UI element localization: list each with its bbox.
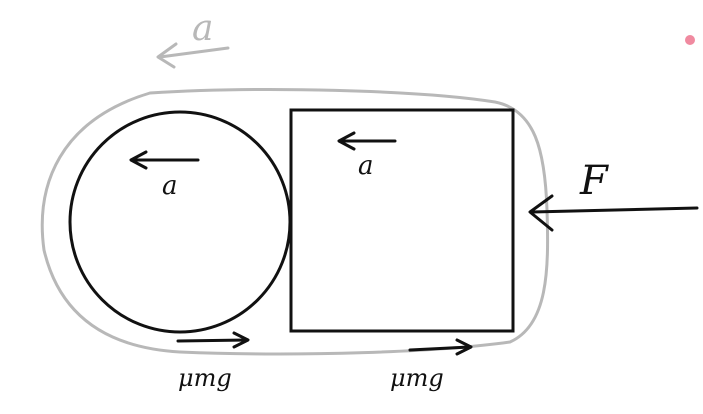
ball xyxy=(68,110,292,334)
applied-force-label: F xyxy=(579,158,609,204)
block-friction-arrow xyxy=(408,338,473,356)
system-acceleration-arrow xyxy=(156,42,230,69)
ball-acceleration-arrow xyxy=(129,150,200,170)
block-friction-label: μmg xyxy=(390,364,444,392)
system-acceleration-label: a xyxy=(192,8,213,49)
ball-acceleration-label: a xyxy=(162,171,178,201)
ball-friction-label: μmg xyxy=(178,364,232,392)
block-acceleration-arrow xyxy=(337,131,397,151)
block-acceleration-label: a xyxy=(358,151,374,181)
applied-force-arrow xyxy=(528,194,699,232)
ball-friction-arrow xyxy=(176,331,250,349)
system-boundary-outline xyxy=(40,88,550,356)
marker-dot xyxy=(685,35,695,45)
block xyxy=(289,108,515,333)
